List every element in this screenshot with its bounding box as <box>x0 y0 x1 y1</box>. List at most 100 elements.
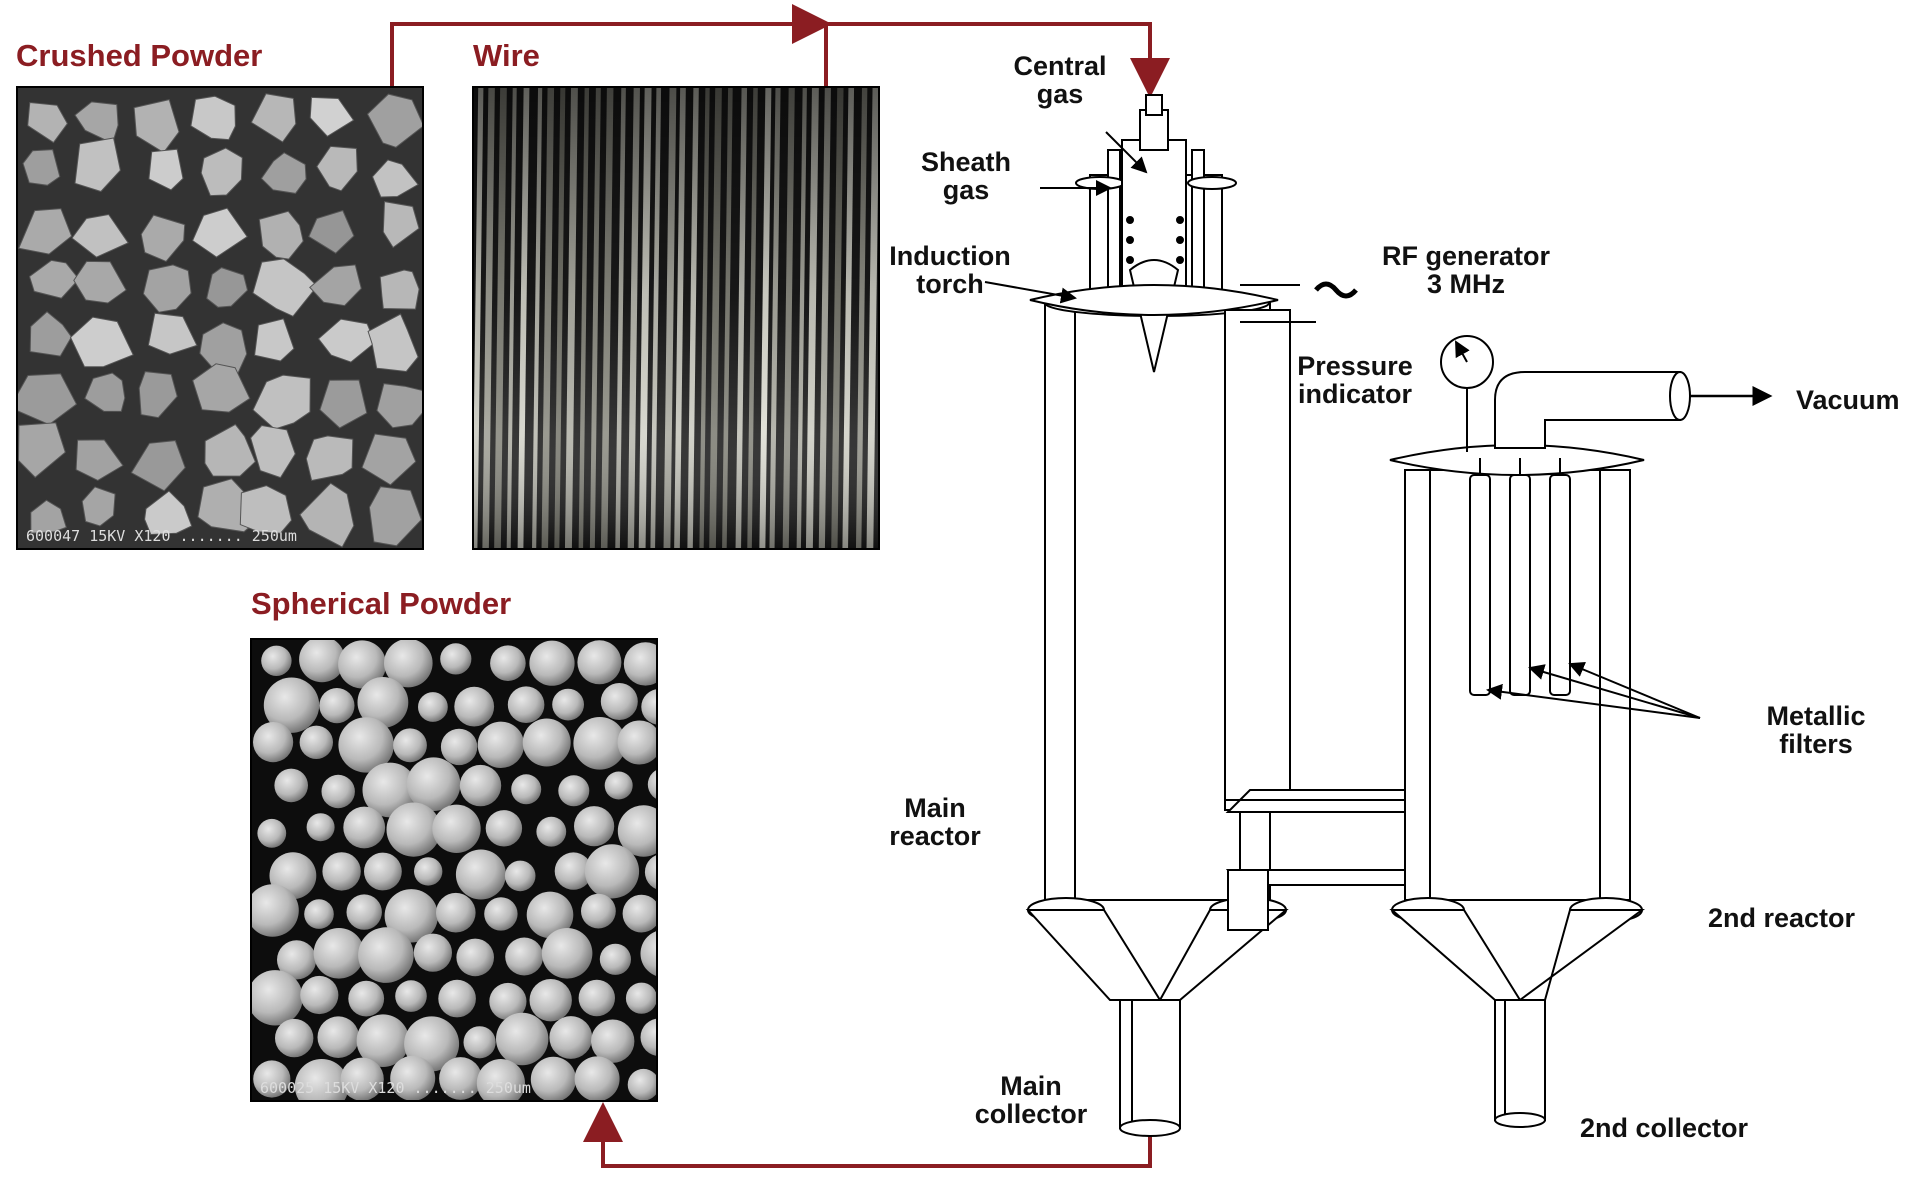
powder-particle <box>260 152 307 194</box>
powder-sphere <box>584 844 640 899</box>
powder-particle <box>254 318 295 362</box>
powder-sphere <box>455 849 506 900</box>
powder-sphere <box>356 1014 410 1067</box>
powder-particle <box>367 313 419 373</box>
label-pressure-indicator-line2: indicator <box>1297 379 1412 410</box>
powder-particle <box>316 145 358 192</box>
label-induction-torch: Induction torch <box>880 242 1020 299</box>
powder-particle <box>191 207 248 258</box>
powder-sphere <box>321 774 355 809</box>
powder-sphere <box>306 813 335 842</box>
powder-sphere <box>439 1057 482 1100</box>
powder-sphere <box>393 728 427 763</box>
powder-sphere <box>647 770 656 799</box>
heading-wire: Wire <box>473 38 540 73</box>
label-rf-generator-line2: 3 MHz <box>1426 269 1505 300</box>
induction-torch <box>1029 94 1279 373</box>
powder-sphere <box>485 810 523 847</box>
powder-particle <box>252 258 318 317</box>
label-pressure-indicator: Pressure indicator <box>1290 352 1420 409</box>
powder-particle <box>142 264 192 313</box>
powder-sphere <box>617 805 656 857</box>
powder-sphere <box>263 677 320 733</box>
powder-sphere <box>530 1056 576 1100</box>
powder-particle <box>140 214 186 263</box>
spherical-powder-micrograph: 600025 15KV X120 ....... 250um <box>250 638 658 1102</box>
powder-particle <box>376 383 422 429</box>
powder-particle <box>258 210 304 260</box>
label-pressure-indicator-line1: Pressure <box>1297 351 1413 381</box>
powder-sphere <box>440 643 472 675</box>
vacuum-outlet-pipe <box>1494 371 1691 449</box>
second-reactor <box>1389 444 1646 1128</box>
powder-sphere <box>317 1016 360 1058</box>
label-central-gas-line1: Central <box>1013 51 1107 81</box>
powder-sphere <box>275 1018 314 1058</box>
powder-sphere <box>640 931 656 976</box>
powder-sphere <box>440 728 478 766</box>
powder-sphere <box>554 852 593 890</box>
label-rf-generator: RF generator 3 MHz <box>1376 242 1556 299</box>
powder-sphere <box>541 928 593 979</box>
powder-particle <box>29 311 73 357</box>
powder-sphere <box>526 891 574 939</box>
powder-particle <box>299 482 355 548</box>
powder-sphere <box>640 1018 656 1056</box>
powder-particle <box>133 99 180 154</box>
powder-particle <box>382 201 420 249</box>
powder-sphere <box>340 1057 384 1100</box>
powder-sphere <box>507 686 545 723</box>
powder-particle <box>84 372 126 412</box>
powder-sphere <box>644 855 656 889</box>
powder-particle <box>148 148 184 191</box>
label-main-collector-line2: collector <box>974 1099 1088 1130</box>
powder-sphere <box>438 979 476 1018</box>
crushed-micrograph-caption: 600047 15KV X120 ....... 250um <box>26 527 297 546</box>
powder-particle <box>366 93 422 148</box>
label-induction-torch-line1: Induction <box>889 241 1011 271</box>
powder-sphere <box>304 899 334 929</box>
powder-sphere <box>477 721 525 768</box>
powder-sphere <box>577 640 622 685</box>
powder-sphere <box>511 774 542 805</box>
powder-sphere <box>496 1012 549 1066</box>
powder-particle <box>71 213 129 258</box>
powder-sphere <box>322 852 361 891</box>
powder-sphere <box>384 640 433 688</box>
powder-particle <box>305 435 354 482</box>
powder-sphere <box>414 857 443 886</box>
powder-sphere <box>617 720 656 765</box>
powder-sphere <box>622 894 656 933</box>
powder-particle <box>130 440 186 492</box>
powder-particle <box>361 433 417 486</box>
powder-sphere <box>627 1068 656 1100</box>
powder-sphere <box>252 970 303 1026</box>
heading-spherical-powder: Spherical Powder <box>251 586 512 621</box>
powder-sphere <box>599 943 631 975</box>
powder-particle <box>81 486 116 527</box>
powder-sphere <box>459 764 502 807</box>
powder-sphere <box>418 692 448 722</box>
powder-sphere <box>623 642 656 686</box>
label-main-collector-line1: Main <box>1000 1071 1062 1101</box>
powder-sphere <box>299 640 345 683</box>
powder-sphere <box>253 1060 291 1098</box>
crushed-powder-micrograph: 600047 15KV X120 ....... 250um <box>16 86 424 550</box>
powder-sphere <box>348 980 385 1017</box>
powder-particle <box>192 363 251 413</box>
powder-sphere <box>489 982 527 1021</box>
powder-sphere <box>641 689 656 725</box>
label-sheath-gas-line2: gas <box>942 175 990 206</box>
powder-particle <box>204 423 256 477</box>
label-metallic-filters-line2: filters <box>1779 729 1853 760</box>
powder-particle <box>18 422 66 479</box>
powder-sphere <box>343 806 386 849</box>
powder-sphere <box>529 640 575 686</box>
powder-sphere <box>625 982 656 1014</box>
metallic-filters <box>1469 458 1571 696</box>
powder-sphere <box>294 1059 349 1100</box>
label-main-reactor: Main reactor <box>880 794 990 851</box>
leader-arrows <box>984 131 1701 719</box>
label-vacuum: Vacuum <box>1796 385 1900 415</box>
